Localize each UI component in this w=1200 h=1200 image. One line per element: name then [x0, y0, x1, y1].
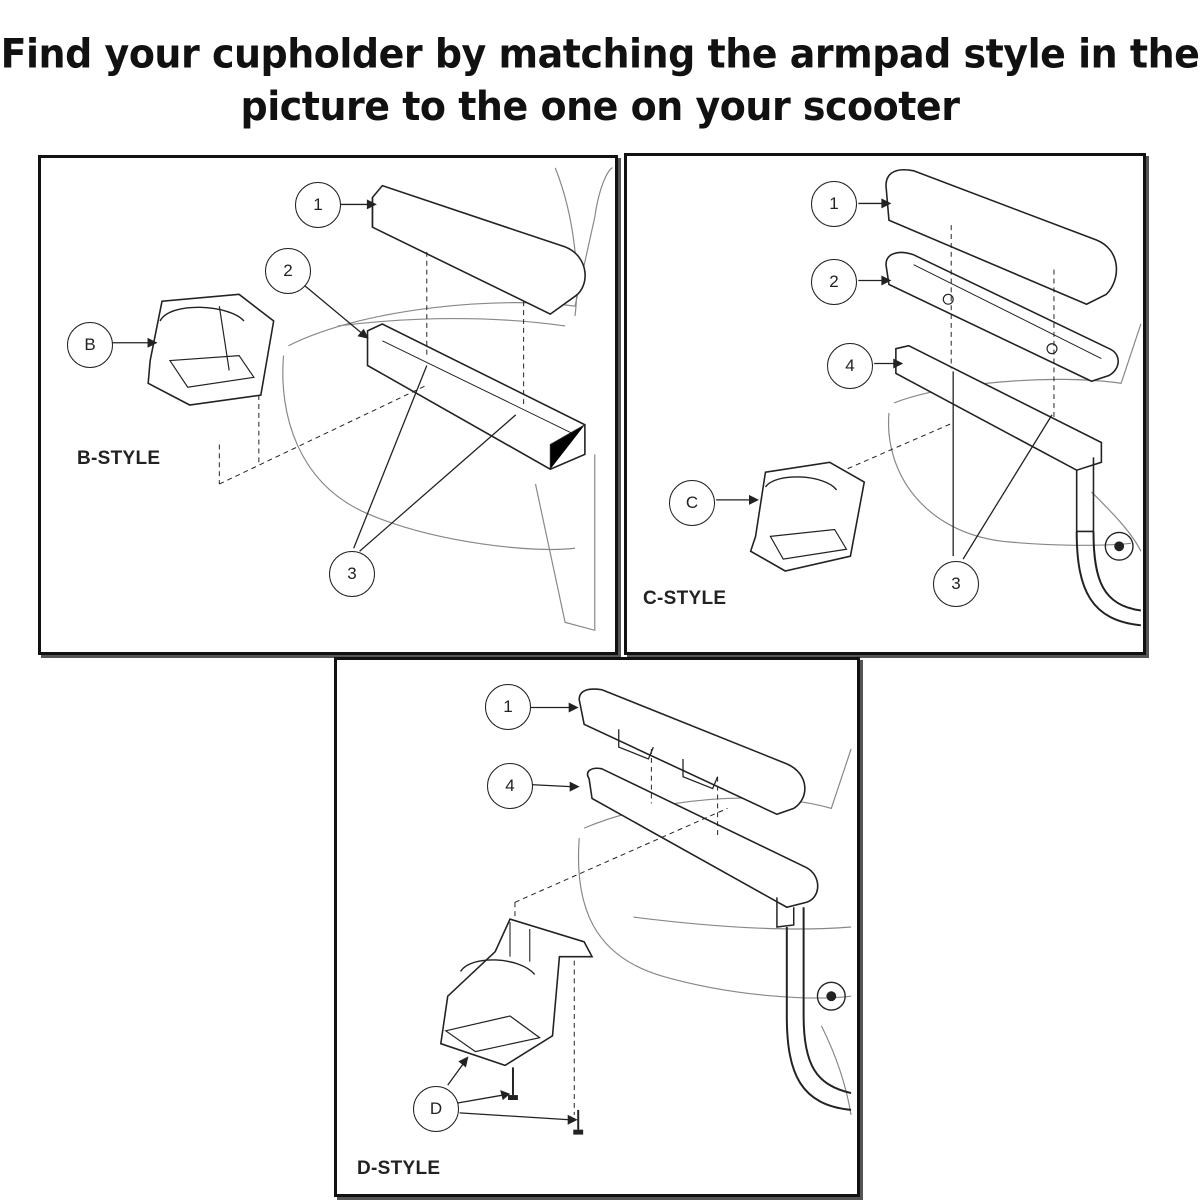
callout-1: 1 [811, 181, 857, 227]
cupholder-c [749, 461, 866, 572]
callout-2: 2 [811, 259, 857, 305]
callout-3: 3 [933, 561, 979, 607]
armpad-base-2 [885, 251, 1119, 383]
assembly-guides [839, 225, 1055, 473]
callout-leaders [447, 702, 580, 1125]
d-style-diagram [439, 688, 852, 1135]
callout-leaders [112, 199, 517, 552]
callout-d: D [413, 1086, 459, 1132]
cupholder-b [147, 293, 275, 406]
armpad-1 [578, 688, 806, 816]
cupholder-d [439, 918, 594, 1067]
callout-4: 4 [827, 343, 873, 389]
style-label-d: D-STYLE [357, 1158, 441, 1179]
panel-d-style: 1 4 D D-STYLE [334, 657, 860, 1197]
armrest-bracket-2 [366, 323, 586, 471]
assembly-guides [218, 251, 525, 485]
title-line-1: Find your cupholder by matching the armp… [0, 30, 1200, 77]
title-line-2: picture to the one on your scooter [240, 83, 960, 130]
callout-b: B [67, 322, 113, 368]
c-style-diagram [716, 169, 1142, 627]
assembly-guides [514, 749, 728, 1115]
armpad-1 [371, 184, 586, 316]
screws-d [508, 1067, 584, 1135]
callout-leaders [716, 198, 1053, 560]
callout-3: 3 [329, 551, 375, 597]
panel-c-style: 1 2 4 C 3 C-STYLE [624, 153, 1146, 655]
page-title: Find your cupholder by matching the armp… [0, 28, 1200, 133]
support-tube-4 [586, 767, 852, 1111]
callout-1: 1 [295, 182, 341, 228]
panel-b-style: 1 2 B 3 B-STYLE [38, 155, 618, 655]
mounting-rail-4 [895, 344, 1142, 627]
callout-1: 1 [485, 684, 531, 730]
b-style-diagram [112, 167, 613, 632]
style-label-c: C-STYLE [643, 588, 727, 609]
callout-4: 4 [487, 763, 533, 809]
armpad-1 [885, 169, 1118, 306]
style-label-b: B-STYLE [77, 448, 161, 469]
callout-c: C [669, 480, 715, 526]
callout-2: 2 [265, 248, 311, 294]
